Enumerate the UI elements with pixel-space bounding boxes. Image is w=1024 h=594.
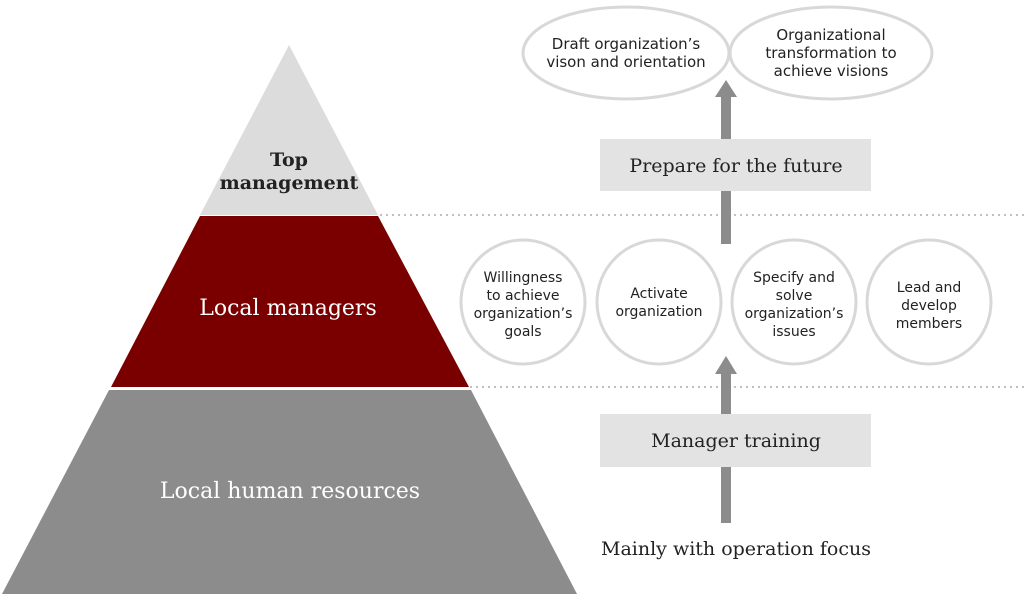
pyramid-bottom-tier [2, 390, 577, 594]
manager-circle-lead-line1: Lead and [897, 280, 961, 296]
manager-circle-issues-line3: organization’s [745, 306, 844, 322]
future-ellipse-transformation-line3: achieve visions [774, 62, 889, 80]
manager-circle-issues-line4: issues [772, 324, 815, 340]
pyramid-top-label-line2: management [220, 172, 359, 194]
arrow-lower-head [715, 356, 737, 374]
future-ellipse-transformation: Organizational transformation to achieve… [728, 5, 934, 101]
pyramid-top-tier [200, 45, 378, 215]
future-ellipse-transformation-line2: transformation to [765, 44, 896, 62]
pyramid-middle-label: Local managers [199, 296, 377, 321]
manager-circle-activate-line2: organization [615, 304, 702, 320]
manager-circle-willingness-line4: goals [504, 324, 541, 340]
manager-circle-issues: Specify and solve organization’s issues [730, 238, 858, 366]
manager-circle-issues-line1: Specify and [753, 270, 835, 286]
future-ellipse-transformation-line1: Organizational [776, 26, 885, 44]
manager-circle-willingness-line3: organization’s [474, 306, 573, 322]
prepare-future-label: Prepare for the future [629, 155, 842, 177]
manager-training-box [600, 414, 871, 467]
manager-circle-willingness: Willingness to achieve organization’s go… [459, 238, 587, 366]
manager-circle-lead-line2: develop [901, 298, 957, 314]
pyramid-top-label-line1: Top [270, 149, 308, 171]
manager-circle-lead-line3: members [896, 316, 962, 332]
operation-focus-label: Mainly with operation focus [601, 538, 871, 560]
pyramid-bottom-label: Local human resources [160, 479, 420, 504]
manager-circle-willingness-line1: Willingness [484, 270, 563, 286]
future-ellipse-vision-line1: Draft organization’s [552, 35, 701, 53]
arrow-upper-head [715, 80, 737, 97]
manager-circle-lead: Lead and develop members [865, 238, 993, 366]
future-ellipse-vision-line2: vison and orientation [546, 53, 705, 71]
manager-circle-willingness-line2: to achieve [486, 288, 559, 304]
manager-circle-activate: Activate organization [595, 238, 723, 366]
future-ellipse-vision: Draft organization’s vison and orientati… [521, 5, 731, 101]
pyramid-middle-tier [111, 216, 469, 387]
manager-training-label: Manager training [651, 430, 821, 452]
manager-circle-issues-line2: solve [776, 288, 813, 304]
manager-circle-activate-line1: Activate [630, 286, 687, 302]
prepare-future-box [600, 139, 871, 191]
